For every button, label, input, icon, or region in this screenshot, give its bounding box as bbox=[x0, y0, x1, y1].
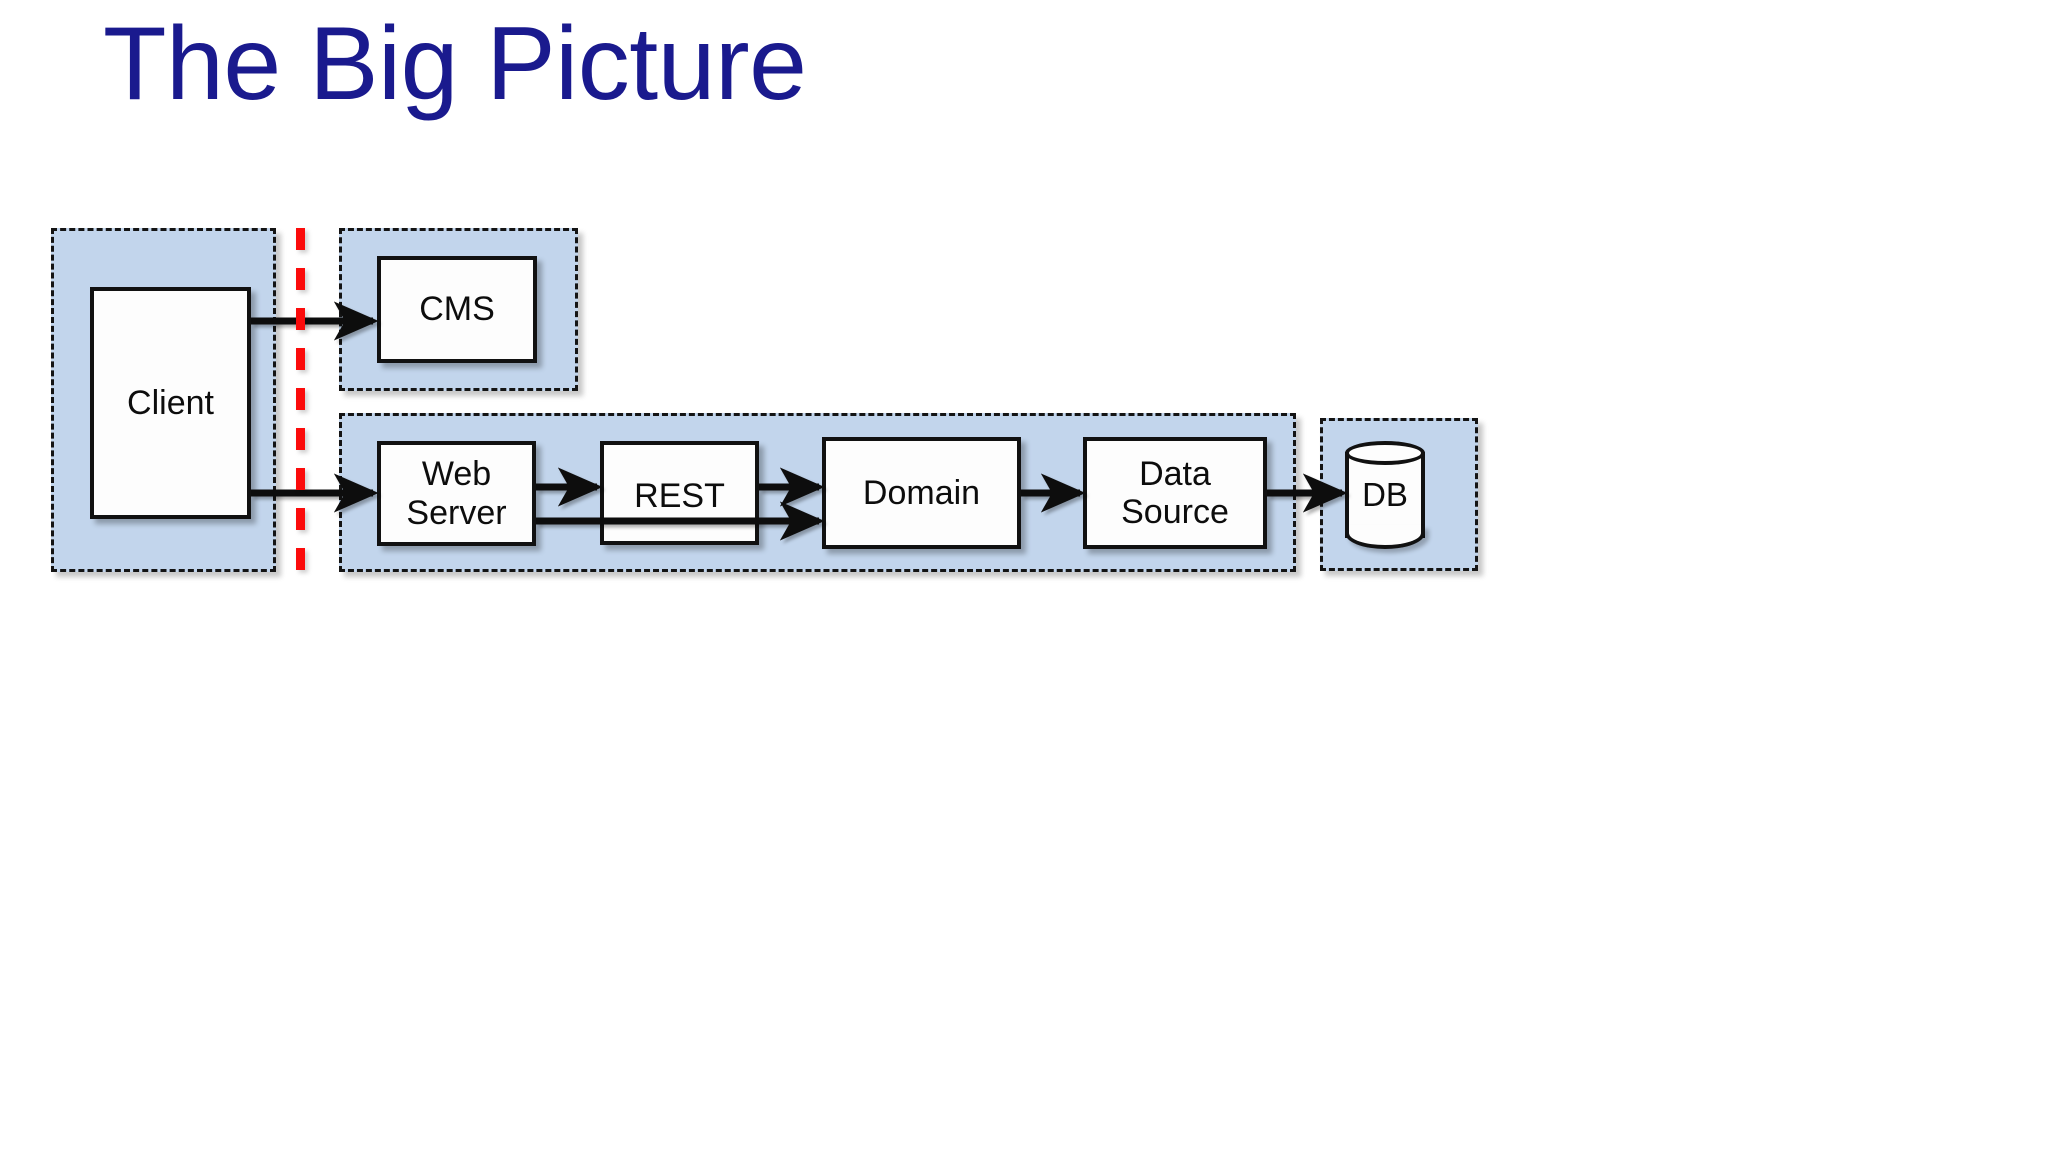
page-title: The Big Picture bbox=[103, 6, 807, 122]
node-web-server[interactable]: Web Server bbox=[377, 441, 536, 546]
node-db-label: DB bbox=[1362, 476, 1408, 513]
db-cylinder-top bbox=[1345, 441, 1425, 465]
node-rest-label: REST bbox=[634, 477, 725, 515]
node-cms-label: CMS bbox=[419, 290, 495, 329]
node-db[interactable]: DB bbox=[1345, 441, 1425, 549]
node-domain[interactable]: Domain bbox=[822, 437, 1021, 549]
node-web-server-label: Web Server bbox=[406, 455, 507, 532]
node-cms[interactable]: CMS bbox=[377, 256, 537, 363]
node-client[interactable]: Client bbox=[90, 287, 251, 519]
node-data-source-label: Data Source bbox=[1121, 454, 1229, 531]
node-rest[interactable]: REST bbox=[600, 441, 759, 545]
db-cylinder-body bbox=[1345, 452, 1425, 538]
node-domain-label: Domain bbox=[862, 473, 981, 512]
node-client-label: Client bbox=[127, 383, 214, 422]
client-server-boundary-divider bbox=[296, 228, 305, 572]
node-data-source[interactable]: Data Source bbox=[1083, 437, 1267, 549]
